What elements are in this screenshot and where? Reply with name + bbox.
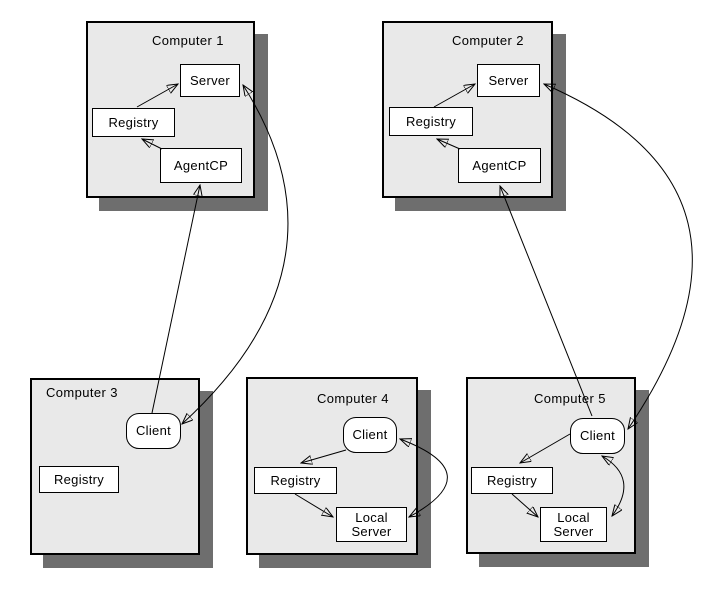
c4-client-node: Client (343, 417, 397, 453)
c2-agentcp-node: AgentCP (458, 148, 541, 183)
c5-registry-node: Registry (471, 467, 553, 494)
c2-registry-node: Registry (389, 107, 473, 136)
c5-client-node: Client (570, 418, 625, 454)
c5-local-server-node: Local Server (540, 507, 607, 542)
computer-4-title: Computer 4 (317, 391, 389, 406)
c4-local-server-node: Local Server (336, 507, 407, 542)
c1-server-node: Server (180, 64, 240, 97)
c1-agentcp-node: AgentCP (160, 148, 242, 183)
c1-registry-node: Registry (92, 108, 175, 137)
computer-1-title: Computer 1 (152, 33, 224, 48)
c4-registry-node: Registry (254, 467, 337, 494)
c3-client-node: Client (126, 413, 181, 449)
computer-5-title: Computer 5 (534, 391, 606, 406)
c2-server-node: Server (477, 64, 540, 97)
computer-3-title: Computer 3 (46, 385, 118, 400)
computer-2-title: Computer 2 (452, 33, 524, 48)
c3-registry-node: Registry (39, 466, 119, 493)
